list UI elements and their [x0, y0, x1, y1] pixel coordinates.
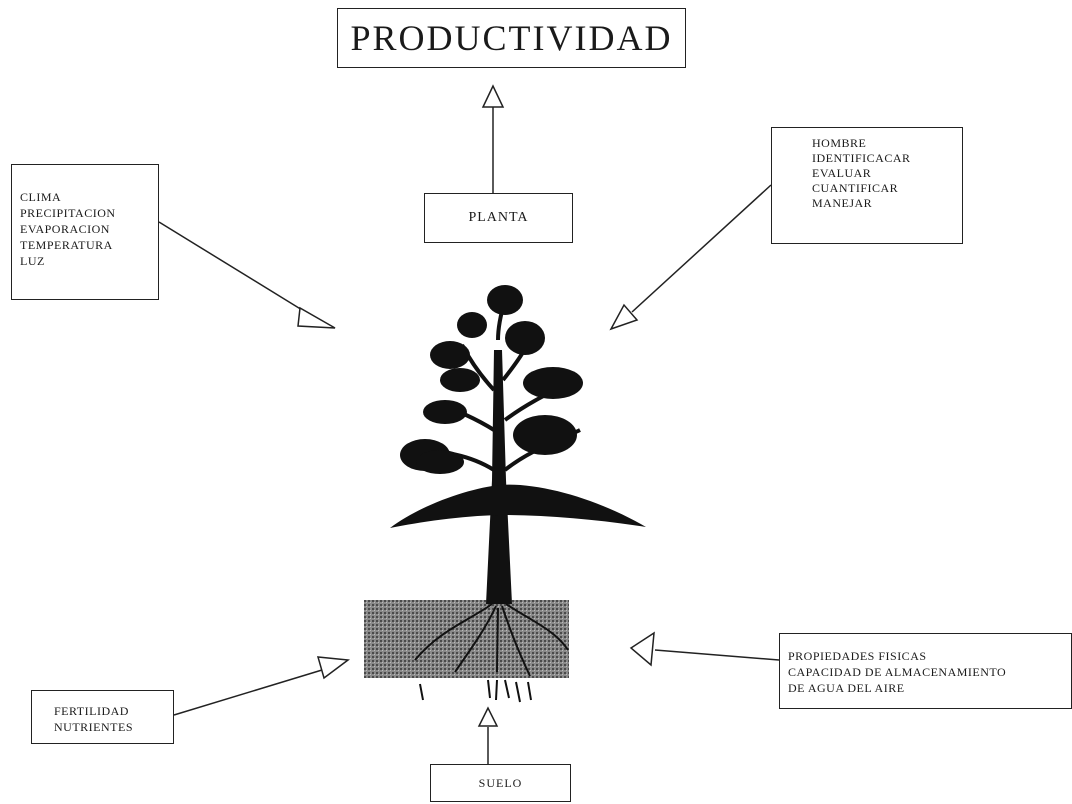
tree-illustration: [364, 285, 646, 703]
hombre-line: HOMBRE: [812, 136, 867, 150]
clima-box: CLIMA PRECIPITACION EVAPORACION TEMPERAT…: [11, 164, 159, 300]
planta-label: PLANTA: [468, 210, 529, 225]
productividad-label: PRODUCTIVIDAD: [350, 18, 673, 58]
hombre-line: MANEJAR: [812, 196, 873, 210]
arrow-planta-to-productividad: [481, 84, 505, 193]
soil-block: [364, 600, 569, 678]
hombre-box: HOMBRE IDENTIFICACAR EVALUAR CUANTIFICAR…: [771, 127, 963, 244]
hombre-line: IDENTIFICACAR: [812, 151, 911, 165]
tree-trunk: [486, 350, 512, 604]
propiedades-line: DE AGUA DEL AIRE: [788, 681, 905, 695]
suelo-box: SUELO: [430, 764, 571, 802]
clima-line: LUZ: [20, 254, 45, 268]
clima-line: TEMPERATURA: [20, 238, 113, 252]
hombre-line: CUANTIFICAR: [812, 181, 899, 195]
productividad-box: PRODUCTIVIDAD: [337, 8, 686, 68]
arrow-suelo-to-soil: [477, 706, 499, 764]
arrow-hombre-to-tree: [609, 184, 772, 331]
suelo-label: SUELO: [478, 775, 523, 790]
hombre-line: EVALUAR: [812, 166, 872, 180]
clima-line: CLIMA: [20, 190, 62, 204]
propiedades-line: CAPACIDAD DE ALMACENAMIENTO: [788, 665, 1007, 679]
arrow-fertilidad-to-soil: [173, 656, 350, 716]
propiedades-box: PROPIEDADES FISICAS CAPACIDAD DE ALMACEN…: [779, 633, 1072, 709]
arrow-clima-to-tree: [158, 221, 336, 329]
propiedades-line: PROPIEDADES FISICAS: [788, 649, 927, 663]
clima-line: PRECIPITACION: [20, 206, 116, 220]
planta-box: PLANTA: [424, 193, 573, 243]
fertilidad-box: FERTILIDAD NUTRIENTES: [31, 690, 174, 744]
tree-foliage: [390, 285, 646, 528]
arrow-propiedades-to-soil: [629, 631, 780, 667]
fertilidad-line: FERTILIDAD: [54, 704, 129, 718]
fertilidad-line: NUTRIENTES: [54, 720, 133, 734]
clima-line: EVAPORACION: [20, 222, 110, 236]
tree-roots: [414, 603, 569, 703]
